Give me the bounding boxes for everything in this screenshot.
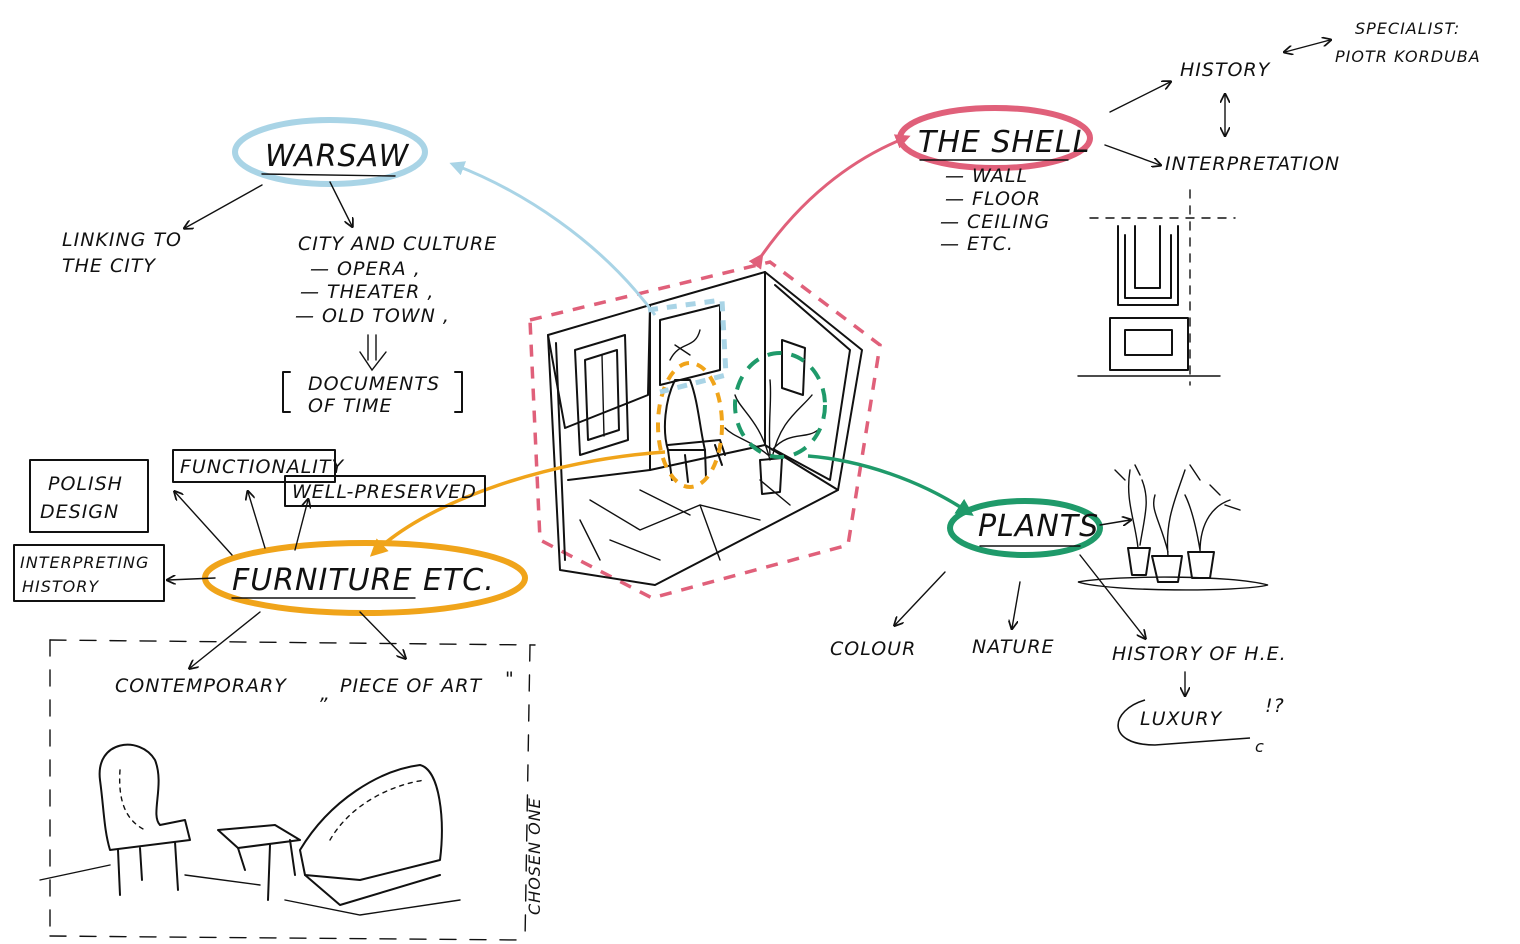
furniture-open-quote: „ — [320, 683, 331, 705]
box-well-preserved: WELL-PRESERVED — [292, 481, 477, 503]
furniture-title: FURNITURE ETC. — [232, 563, 495, 598]
warsaw-documents-line-1: DOCUMENTS — [308, 373, 440, 395]
furniture-node: FURNITURE ETC. POLISH DESIGN FUNCTIONALI… — [13, 449, 544, 941]
warsaw-documents-line-2: OF TIME — [308, 395, 393, 417]
box-polish-line-1: POLISH — [48, 473, 123, 495]
plants-colour: COLOUR — [830, 638, 916, 660]
plants-nature: NATURE — [972, 636, 1055, 658]
warsaw-oval — [232, 117, 428, 187]
box-functionality: FUNCTIONALITY — [180, 456, 344, 478]
plants-node: PLANTS COLOUR NATURE HISTORY OF H.E. LUX… — [830, 464, 1287, 756]
shell-title: THE SHELL — [918, 125, 1090, 160]
chosen-furniture-frame: CHOSEN ONE — [39, 639, 544, 941]
shell-history: HISTORY — [1180, 59, 1271, 81]
connector-warsaw — [449, 161, 657, 316]
furniture-contemporary: CONTEMPORARY — [115, 675, 287, 697]
warsaw-culture-line-3: — THEATER , — [300, 281, 434, 303]
connector-shell — [748, 134, 911, 270]
central-room-sketch — [528, 260, 882, 600]
plants-luxury: LUXURY — [1140, 708, 1223, 730]
shell-interpretation: INTERPRETATION — [1165, 153, 1340, 175]
warsaw-node: WARSAW LINKING TO THE CITY CITY AND CULT… — [62, 117, 497, 417]
luxury-loop — [1117, 699, 1251, 746]
shell-item-wall: — WALL — [945, 165, 1028, 187]
connector-furniture — [369, 450, 666, 557]
furniture-chosen-one: CHOSEN ONE — [525, 797, 544, 915]
room-dashed-frame — [528, 260, 882, 600]
plants-oval — [947, 498, 1103, 558]
shell-item-ceiling: — CEILING — [940, 211, 1050, 233]
shell-specialist-line-1: SPECIALIST: — [1355, 19, 1460, 38]
warsaw-culture-line-1: CITY AND CULTURE — [298, 233, 497, 255]
shell-item-etc: — ETC. — [940, 233, 1014, 255]
furniture-piece-of-art: PIECE OF ART — [340, 675, 482, 697]
box-interpreting-line-1: INTERPRETING — [20, 553, 149, 572]
box-polish-line-2: DESIGN — [40, 501, 119, 523]
warsaw-culture-line-4: — OLD TOWN , — [295, 305, 450, 327]
warsaw-title: WARSAW — [265, 139, 410, 174]
shell-oval — [897, 105, 1093, 171]
shell-node: THE SHELL — WALL — FLOOR — CEILING — ETC… — [897, 19, 1481, 386]
plants-title: PLANTS — [978, 509, 1099, 544]
plants-exclaim: !? — [1265, 695, 1285, 717]
warsaw-linking-line-2: THE CITY — [62, 255, 156, 277]
potted-plants-sketch — [1077, 464, 1269, 591]
shell-item-floor: — FLOOR — [945, 188, 1041, 210]
wall-panel-sketch — [1077, 189, 1236, 386]
shell-specialist-line-2: PIOTR KORDUBA — [1335, 47, 1481, 66]
warsaw-culture-line-2: — OPERA , — [310, 258, 421, 280]
plants-mark: c — [1255, 737, 1265, 756]
connector-plants — [807, 454, 974, 516]
warsaw-linking-line-1: LINKING TO — [62, 229, 182, 251]
box-interpreting-line-2: HISTORY — [22, 577, 99, 596]
plants-history: HISTORY OF H.E. — [1112, 643, 1287, 665]
furniture-close-quote: " — [505, 668, 515, 690]
